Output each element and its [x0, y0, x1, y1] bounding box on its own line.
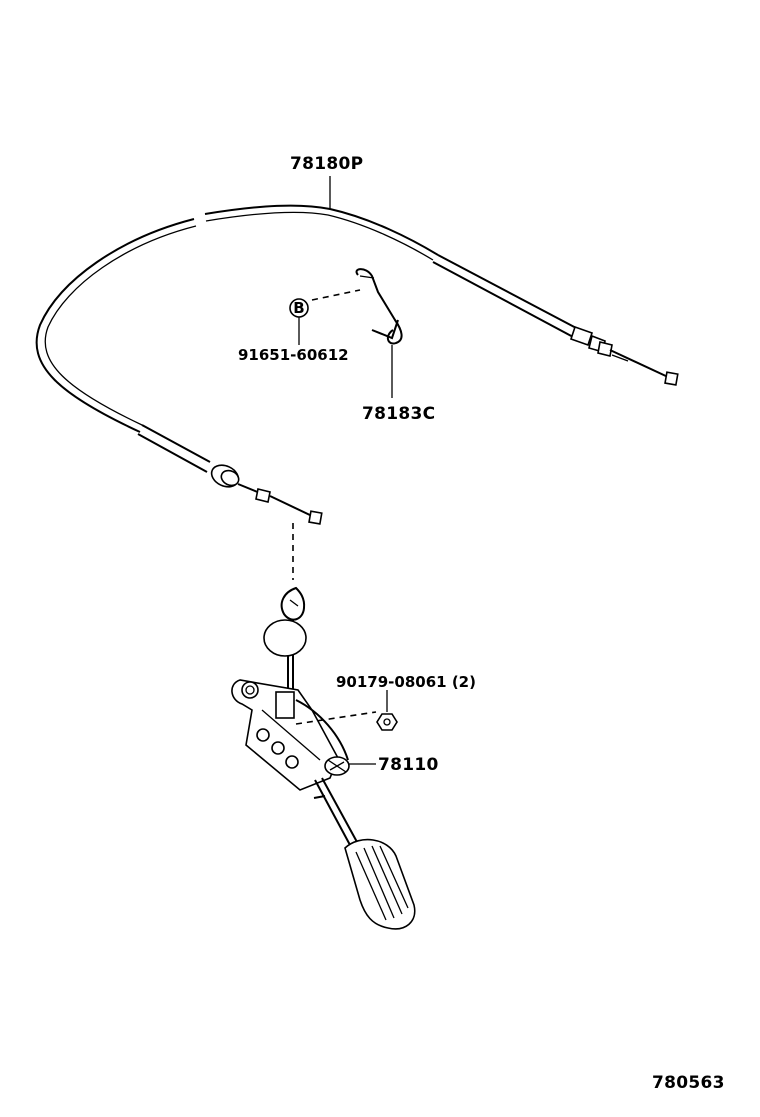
label-clip-bolt: 91651-60612: [238, 346, 349, 364]
accelerator-pedal: [231, 586, 416, 930]
label-pedal: 78110: [378, 755, 439, 775]
nut-icon: [376, 713, 398, 731]
cable-clip: [355, 268, 403, 345]
clip-dash-line: [311, 289, 361, 301]
label-nut: 90179-08061 (2): [336, 673, 476, 691]
nut-dash-line: [295, 711, 377, 725]
accelerator-cable: [35, 204, 679, 525]
label-cable: 78180P: [290, 154, 363, 174]
figure-number: 780563: [652, 1073, 725, 1093]
reference-b-label: B: [293, 299, 304, 317]
label-clip: 78183C: [362, 404, 435, 424]
reference-b-icon: B: [289, 298, 309, 318]
